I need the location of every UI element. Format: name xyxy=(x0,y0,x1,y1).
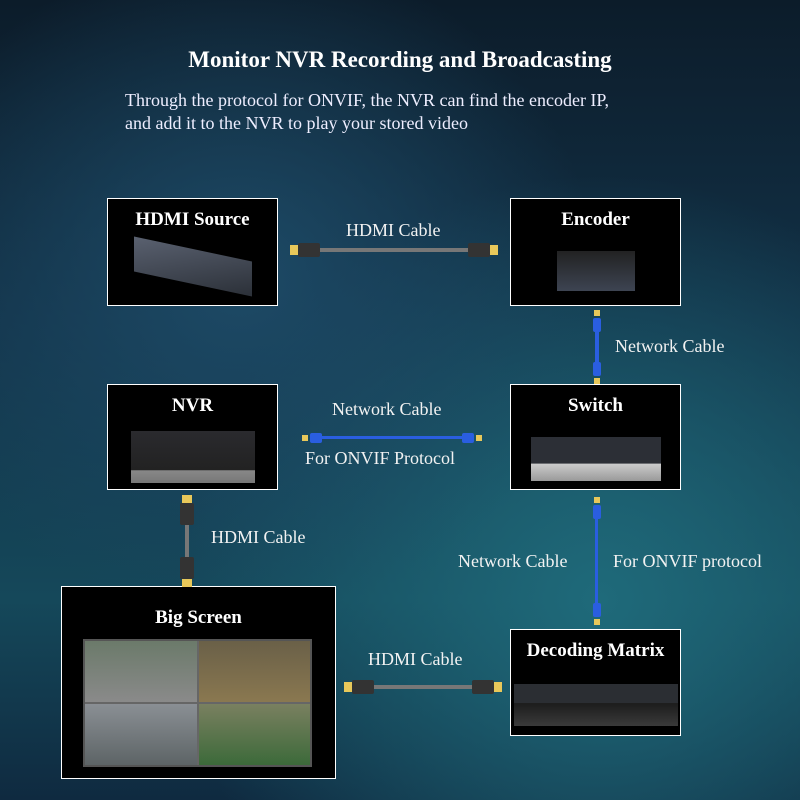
rj45-plug-icon xyxy=(593,497,601,519)
network-cable xyxy=(595,505,598,617)
cable-label: Network Cable xyxy=(615,336,725,356)
node-nvr: NVR xyxy=(107,384,278,490)
network-cable xyxy=(595,318,599,374)
rj45-plug-icon xyxy=(302,433,322,443)
rj45-plug-icon xyxy=(593,603,601,625)
switch-image xyxy=(530,437,661,481)
cable-label: Network Cable xyxy=(332,399,442,419)
node-big-screen: Big Screen xyxy=(61,586,336,779)
rj45-plug-icon xyxy=(593,310,601,332)
hdmi-cable xyxy=(358,685,486,689)
node-label: Encoder xyxy=(561,209,630,230)
cable-note: For ONVIF protocol xyxy=(613,551,762,571)
hdmi-plug-icon xyxy=(344,680,374,694)
encoder-image xyxy=(556,251,635,291)
node-label: Switch xyxy=(568,395,623,416)
hdmi-plug-icon xyxy=(180,495,194,525)
node-label: NVR xyxy=(171,395,214,416)
rj45-plug-icon xyxy=(593,362,601,384)
decoding-matrix-image xyxy=(513,684,678,726)
hdmi-cable xyxy=(308,248,480,252)
cable-label: Network Cable xyxy=(458,551,568,571)
hdmi-plug-icon xyxy=(180,557,194,587)
node-encoder: Encoder xyxy=(510,198,681,306)
node-decoding-matrix: Decoding Matrix xyxy=(510,629,681,736)
hdmi-cable xyxy=(185,505,189,575)
hdmi-plug-icon xyxy=(472,680,502,694)
subtitle-line-2: and add it to the NVR to play your store… xyxy=(125,113,468,133)
hdmi-plug-icon xyxy=(290,243,320,257)
node-switch: Switch xyxy=(510,384,681,490)
subtitle-line-1: Through the protocol for ONVIF, the NVR … xyxy=(125,90,609,110)
node-label: Big Screen xyxy=(155,607,242,628)
video-wall-image xyxy=(83,639,312,767)
cable-label: HDMI Cable xyxy=(346,220,441,240)
node-label: HDMI Source xyxy=(135,209,250,230)
rj45-plug-icon xyxy=(462,433,482,443)
cable-note: For ONVIF Protocol xyxy=(305,448,456,468)
cable-label: HDMI Cable xyxy=(368,649,463,669)
network-cable xyxy=(312,436,472,439)
hdmi-plug-icon xyxy=(468,243,498,257)
page-title: Monitor NVR Recording and Broadcasting xyxy=(188,47,612,72)
node-label: Decoding Matrix xyxy=(526,640,665,661)
node-hdmi-source: HDMI Source xyxy=(107,198,278,306)
nvr-image xyxy=(130,431,255,483)
cable-label: HDMI Cable xyxy=(211,527,306,547)
hdmi-splitter-image xyxy=(133,236,252,297)
